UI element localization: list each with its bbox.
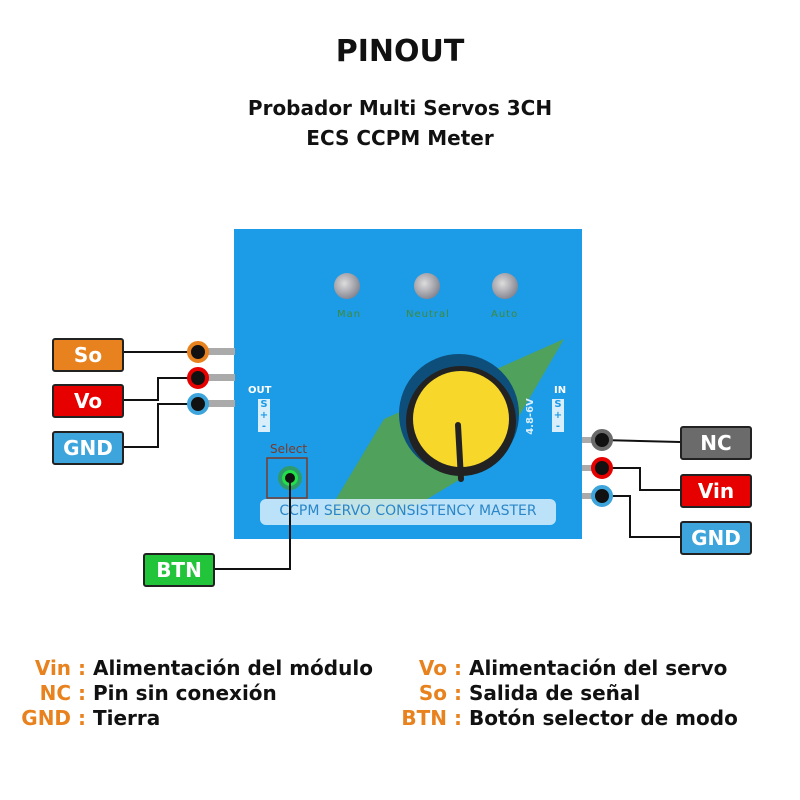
pin-gnd-left — [187, 393, 209, 415]
page-title: PINOUT — [335, 34, 465, 69]
label-vin: Vin — [680, 474, 752, 508]
led-label: Man — [337, 309, 362, 320]
legend-text: Salida de señal — [468, 681, 641, 705]
wire-nc — [601, 439, 681, 443]
pin-so — [187, 341, 209, 363]
legend-key: Vin : — [34, 656, 86, 680]
legend-nc: NC : Pin sin conexión — [10, 681, 277, 705]
pin-s: S — [554, 399, 562, 410]
legend-text: Pin sin conexión — [92, 681, 277, 705]
in-pin-legend: S+- — [552, 399, 564, 432]
label-nc: NC — [680, 426, 752, 460]
pin-s: S — [260, 399, 268, 410]
select-label: Select — [270, 442, 308, 456]
legend-gnd: GND : Tierra — [10, 706, 160, 730]
legend-vin: Vin : Alimentación del módulo — [10, 656, 373, 680]
label-btn: BTN — [143, 553, 215, 587]
pin-gnd-right — [591, 485, 613, 507]
knob-pointer — [455, 422, 464, 482]
pin-vo — [187, 367, 209, 389]
select-frame — [266, 457, 308, 499]
in-label: IN — [554, 385, 567, 396]
legend-key: NC : — [39, 681, 86, 705]
led-label: Auto — [491, 309, 519, 320]
pin-minus: - — [555, 421, 561, 432]
pin-btn — [285, 473, 295, 483]
legend-key: BTN : — [401, 706, 462, 730]
legend-text: Tierra — [92, 706, 161, 730]
pin-plus: + — [259, 410, 269, 421]
wire-gnd-left — [122, 403, 198, 448]
legend-text: Botón selector de modo — [468, 706, 738, 730]
board-banner: CCPM SERVO CONSISTENCY MASTER — [279, 503, 537, 519]
legend-vo: Vo : Alimentación del servo — [398, 656, 727, 680]
knob-face — [413, 371, 509, 467]
legend-key: Vo : — [418, 656, 462, 680]
led-man — [334, 273, 360, 299]
board-graphic — [260, 339, 564, 525]
legend-text: Alimentación del módulo — [92, 656, 373, 680]
wire-vin — [602, 467, 680, 491]
legend-so: So : Salida de señal — [398, 681, 640, 705]
wire-vo — [122, 377, 198, 401]
legend-key: So : — [418, 681, 462, 705]
label-vo: Vo — [52, 384, 124, 418]
banner-bg — [260, 499, 556, 525]
led-label: Neutral — [406, 309, 450, 320]
out-label: OUT — [248, 385, 272, 396]
legend-key: GND : — [21, 706, 86, 730]
wire-btn — [212, 478, 291, 570]
label-so: So — [52, 338, 124, 372]
pin-nc — [591, 429, 613, 451]
legend-btn: BTN : Botón selector de modo — [398, 706, 738, 730]
legend-text: Alimentación del servo — [468, 656, 728, 680]
servo-tester-board: Man Neutral Auto OUT S+- IN S+- 4.8-6V S… — [234, 229, 582, 539]
label-gnd-left: GND — [52, 431, 124, 465]
wire-gnd-right — [602, 495, 680, 538]
subtitle-line-1: Probador Multi Servos 3CH — [247, 96, 553, 120]
out-pin-legend: S+- — [258, 399, 270, 432]
pin-minus: - — [261, 421, 267, 432]
label-gnd-right: GND — [680, 521, 752, 555]
led-neutral — [414, 273, 440, 299]
pin-plus: + — [553, 410, 563, 421]
led-auto — [492, 273, 518, 299]
pin-vin — [591, 457, 613, 479]
subtitle-line-2: ECS CCPM Meter — [306, 126, 494, 150]
